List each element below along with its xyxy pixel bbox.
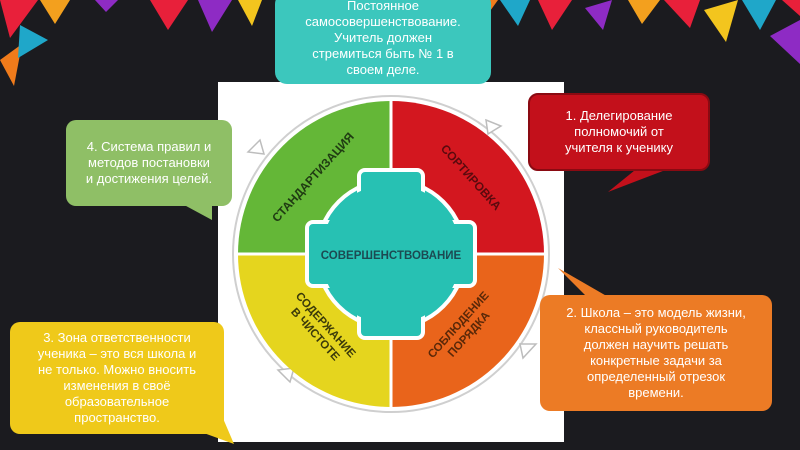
confetti-triangle [628, 0, 660, 24]
ring-arrow-icon [519, 343, 538, 360]
confetti-triangle [782, 0, 800, 16]
confetti-triangle [95, 0, 118, 12]
confetti-triangle [238, 0, 262, 26]
callout-tail [558, 268, 610, 298]
callout-tail [608, 166, 676, 192]
ring-arrow-icon [276, 367, 296, 384]
confetti-triangle [704, 0, 738, 42]
confetti-triangle [0, 0, 38, 38]
ring-arrow-icon [485, 118, 503, 136]
confetti-triangle [198, 0, 232, 32]
callout-school-model: 2. Школа – это модель жизни, классный ру… [540, 295, 772, 411]
confetti-triangle [40, 0, 70, 24]
callout-rules-system: 4. Система правил и методов постановки и… [66, 120, 232, 206]
callout-responsibility-zone: 3. Зона ответственности ученика – это вс… [10, 322, 224, 434]
confetti-triangle [500, 0, 530, 26]
confetti-triangle [770, 20, 800, 64]
confetti-triangle [18, 25, 48, 58]
confetti-triangle [664, 0, 700, 28]
center-shape [305, 168, 477, 340]
cycle-diagram: СОВЕРШЕНСТВОВАНИЕ СТАНДАРТИЗАЦИЯ СОРТИРО… [232, 95, 550, 413]
confetti-triangle [538, 0, 572, 30]
confetti-triangle [150, 0, 188, 30]
ring-arrow-icon [246, 138, 266, 155]
callout-delegation: 1. Делегирование полномочий от учителя к… [528, 93, 710, 171]
confetti-triangle [585, 0, 612, 30]
confetti-triangle [0, 44, 22, 86]
center-label: СОВЕРШЕНСТВОВАНИЕ [321, 250, 462, 262]
confetti-triangle [742, 0, 776, 30]
outer-ring [232, 95, 550, 413]
callout-self-improvement: Постоянное самосовершенствование. Учител… [275, 0, 491, 84]
